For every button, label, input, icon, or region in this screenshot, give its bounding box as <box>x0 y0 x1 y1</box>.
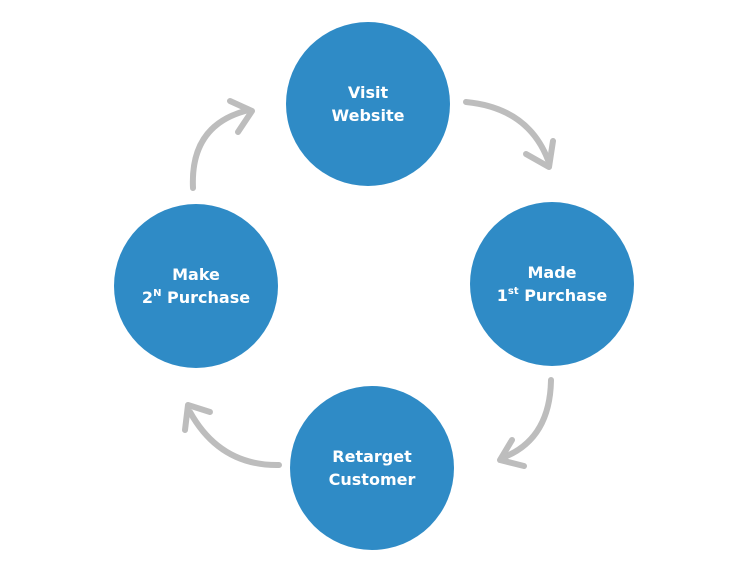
node-visit-website-line1: Visit <box>347 83 389 102</box>
node-visit-website: Visit Website <box>286 22 450 186</box>
node-retarget-customer-line2: Customer <box>328 470 416 489</box>
node-retarget-customer-line1: Retarget <box>332 447 412 466</box>
node-made-first-purchase-line1: Made <box>527 263 577 282</box>
node-make-second-purchase-line1: Make <box>172 265 220 284</box>
node-made-first-purchase: Made 1st Purchase <box>470 202 634 366</box>
node-make-second-purchase: Make 2N Purchase <box>114 204 278 368</box>
arrow-visit-to-made <box>463 99 556 170</box>
arrow-made-to-retarget <box>497 377 554 469</box>
node-retarget-customer: Retarget Customer <box>290 386 454 550</box>
arrow-make-to-visit <box>189 98 255 191</box>
arrow-retarget-to-make <box>182 402 282 469</box>
ordinal-number: 1 <box>496 286 508 305</box>
node-make-second-purchase-line2: 2N Purchase <box>142 286 250 309</box>
node-made-first-purchase-line2: 1st Purchase <box>497 284 608 307</box>
ordinal-number: 2 <box>141 288 154 307</box>
purchase-word: Purchase <box>518 286 608 305</box>
ordinal-suffix: N <box>153 287 162 299</box>
purchase-word: Purchase <box>161 288 251 307</box>
ordinal-suffix: st <box>507 285 519 297</box>
node-visit-website-line2: Website <box>331 106 405 125</box>
